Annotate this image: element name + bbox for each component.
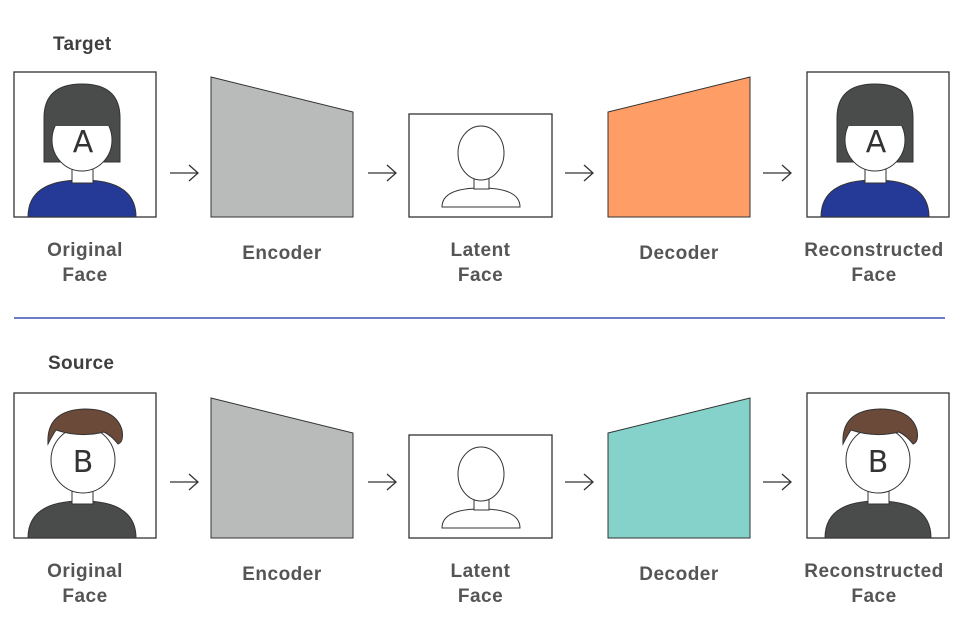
- label-encoder-source: Encoder: [242, 564, 322, 585]
- arrow-icon: [565, 164, 594, 182]
- face-a-icon: A: [27, 83, 137, 217]
- row-title-source: Source: [48, 353, 115, 374]
- label-decoder-target: Decoder: [639, 243, 719, 264]
- arrow-icon: [368, 164, 397, 182]
- arrow-icon: [763, 473, 792, 491]
- label-decoder-source: Decoder: [639, 564, 719, 585]
- face-b-reconstructed-icon: B: [824, 408, 932, 538]
- arrow-icon: [170, 164, 199, 182]
- arrow-icon: [368, 473, 397, 491]
- row-title-target: Target: [53, 34, 112, 55]
- latent-face-icon: [441, 125, 521, 208]
- arrow-icon: [170, 473, 199, 491]
- arrows-source: [170, 473, 792, 491]
- face-letter-a: A: [73, 125, 94, 160]
- face-letter-b: B: [73, 445, 94, 480]
- decoder-shape-source: [607, 397, 751, 539]
- encoder-shape-source: [210, 397, 354, 539]
- latent-face-icon: [441, 446, 521, 529]
- arrow-icon: [565, 473, 594, 491]
- face-a-reconstructed-icon: A: [820, 83, 930, 217]
- face-b-icon: B: [27, 408, 137, 538]
- arrow-icon: [763, 164, 792, 182]
- encoder-shape-target: [210, 76, 354, 218]
- face-letter-a-reconstructed: A: [866, 125, 887, 160]
- face-letter-b-reconstructed: B: [868, 445, 889, 480]
- arrows-target: [170, 164, 792, 182]
- label-encoder-target: Encoder: [242, 243, 322, 264]
- decoder-shape-target: [607, 76, 751, 218]
